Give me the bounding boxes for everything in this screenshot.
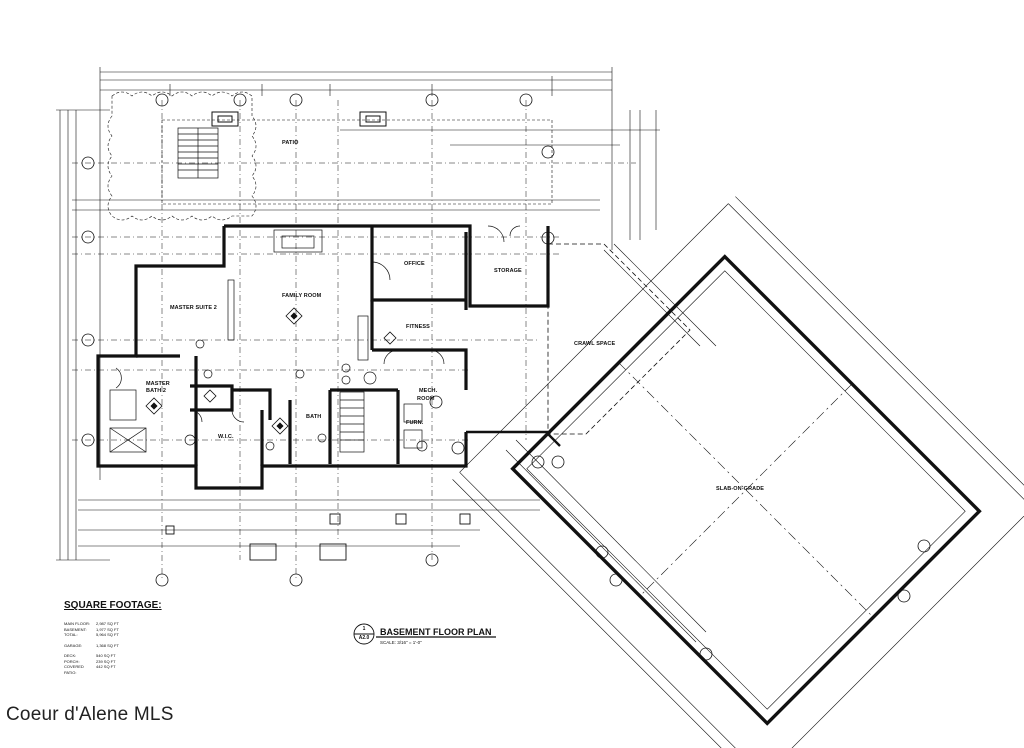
elevation-markers[interactable] <box>145 307 397 435</box>
sf-row-covered-patio: COVERED PATIO: 442 SQ FT <box>64 664 134 675</box>
room-label-slab-on-grade: SLAB-ON-GRADE <box>716 486 765 492</box>
room-label-wic: W.I.C. <box>218 434 234 440</box>
room-label-family-room: FAMILY ROOM <box>282 293 322 299</box>
room-label-fitness: FITNESS <box>406 324 430 330</box>
sf-value: 442 SQ FT <box>96 664 116 669</box>
grid-bubbles <box>81 93 931 661</box>
left-dimension-strings <box>56 109 600 561</box>
sheet-number: A2.0 <box>358 635 370 641</box>
sf-row-porch: PORCH: 239 SQ FT <box>64 659 134 665</box>
drawing-title: BASEMENT FLOOR PLAN <box>380 627 492 637</box>
top-dimension-strings <box>99 67 613 480</box>
room-label-master-suite: MASTER SUITE 2 <box>170 305 217 311</box>
exterior-stairs <box>177 127 219 179</box>
sf-value: 239 SQ FT <box>96 658 116 664</box>
footing-pads <box>165 513 471 561</box>
sf-label: MAIN FLOOR: <box>64 621 91 626</box>
room-label-master-bath-2: BATH 2 <box>146 388 167 394</box>
sf-label: COVERED PATIO: <box>64 664 84 675</box>
sf-row-basement: BASEMENT: 1,977 SQ FT <box>64 627 134 633</box>
sf-row-total: TOTAL: 5,964 SQ FT <box>64 632 134 638</box>
room-label-furnace: FURN. <box>406 420 424 426</box>
sf-value: 5,964 SQ FT <box>96 632 119 637</box>
sf-row-main-floor: MAIN FLOOR: 2,987 SQ FT <box>64 621 134 627</box>
interior-details <box>109 225 521 453</box>
sf-row-deck: DECK: 540 SQ FT <box>64 653 134 659</box>
sf-label: BASEMENT: <box>64 626 87 632</box>
patio-fixtures <box>211 111 387 127</box>
room-label-office: OFFICE <box>404 261 425 267</box>
crawl-space-outline <box>466 243 717 643</box>
sf-value: 540 SQ FT <box>96 653 116 658</box>
basement-walls <box>96 224 550 490</box>
drawing-scale: SCALE: 3/16" = 1'-0" <box>380 640 422 645</box>
sf-row-garage: GARAGE: 1,368 SQ FT <box>64 643 134 649</box>
sf-label: DECK: <box>64 653 77 658</box>
room-label-master-bath-1: MASTER <box>146 381 170 387</box>
garage-slab <box>452 196 1024 748</box>
room-label-bath: BATH <box>306 414 322 420</box>
drawing-number-bubble: 1 A2.0 <box>354 624 374 644</box>
room-label-patio: PATIO <box>282 140 299 146</box>
sf-value: 2,987 SQ FT <box>96 621 119 626</box>
right-dimension-strings <box>340 110 660 240</box>
room-label-mech-1: MECH. <box>419 388 438 394</box>
sf-value: 1,977 SQ FT <box>96 626 119 632</box>
drawing-number: 1 <box>362 626 366 632</box>
room-label-crawl-space: CRAWL SPACE <box>574 341 616 347</box>
mls-watermark: Coeur d'Alene MLS <box>6 704 174 725</box>
square-footage-title: SQUARE FOOTAGE: <box>64 600 162 611</box>
sf-label: GARAGE: <box>64 642 83 648</box>
sf-label: PORCH: <box>64 658 80 664</box>
room-label-mech-2: ROOM <box>417 396 435 402</box>
sf-value: 1,368 SQ FT <box>96 642 119 648</box>
square-footage-table: MAIN FLOOR: 2,987 SQ FT BASEMENT: 1,977 SQ… <box>64 621 134 675</box>
sf-label: TOTAL: <box>64 632 78 637</box>
patio-outline <box>107 91 553 221</box>
drawing-title-bubble <box>353 623 496 645</box>
room-label-storage: STORAGE <box>494 268 522 274</box>
